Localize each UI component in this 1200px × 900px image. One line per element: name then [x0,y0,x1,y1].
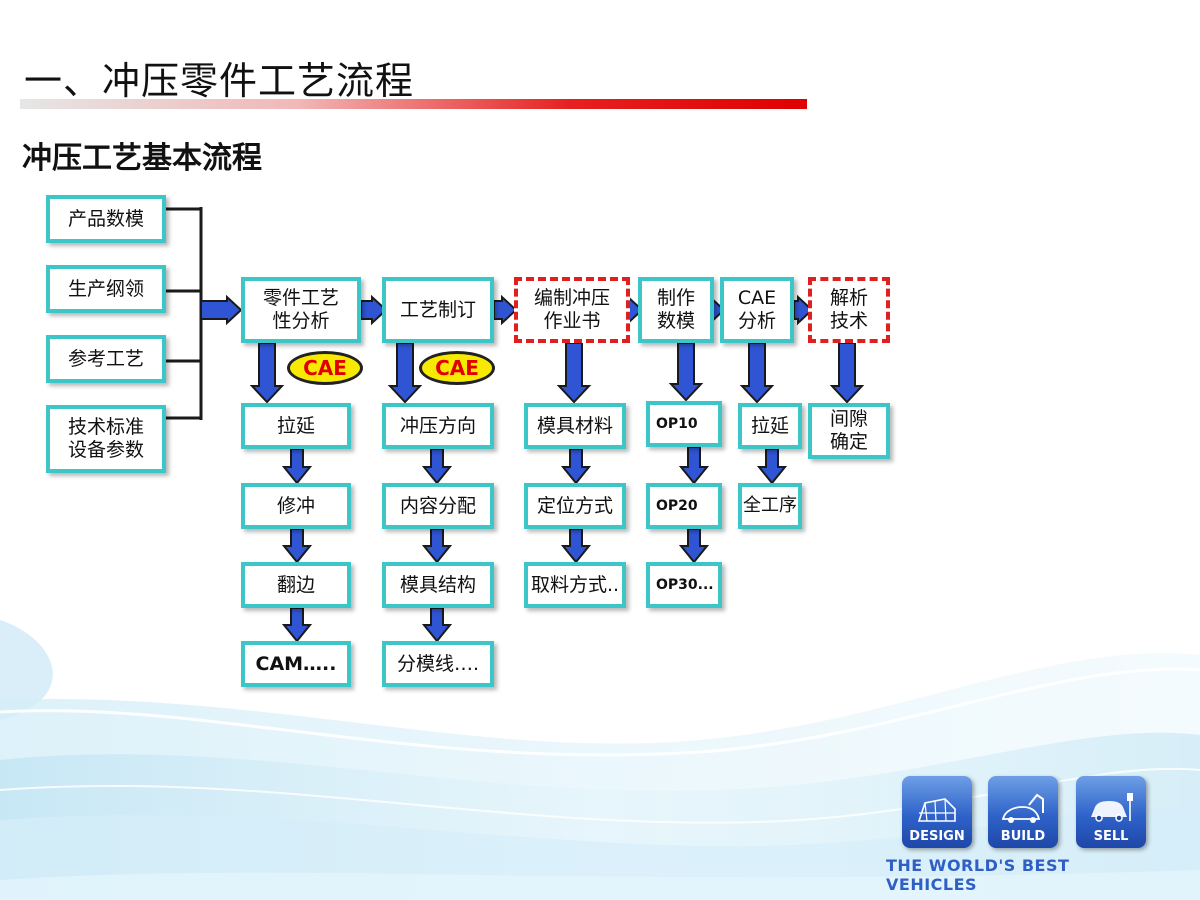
flow-arrow-right [793,294,814,326]
logo-tagline: THE WORLD'S BEST VEHICLES [886,856,1070,894]
flow-arrow-down [421,607,453,643]
substep-box: 全工序 [738,483,802,529]
substep-label: 修冲 [276,494,315,517]
flow-arrow-down [281,528,313,564]
flow-arrow-down [678,528,710,564]
stage-label: 制作 数模 [656,287,695,332]
flow-arrow-down [560,528,592,564]
substep-box: 冲压方向 [382,403,494,449]
substep-box: 定位方式 [524,483,626,529]
input-label: 技术标准 设备参数 [67,416,144,461]
substep-label: 全工序 [743,495,797,517]
substep-label: 冲压方向 [399,414,476,437]
substep-box: 模具材料 [524,403,626,449]
stage-label: 工艺制订 [399,298,476,321]
cae-badge: CAE [287,351,363,385]
stage-label: CAE 分析 [737,287,777,332]
substep-label: 定位方式 [536,494,613,517]
flow-arrow-down [281,448,313,485]
substep-box: OP10 [646,401,722,447]
logo-label: DESIGN [909,829,965,844]
flow-arrow-right [200,294,243,326]
robot-arm-car-icon [1001,793,1044,823]
flow-arrow-down [678,446,710,485]
logo-label: SELL [1093,829,1129,844]
substep-label: OP30... [656,576,714,593]
logo-tile-sell: SELL [1076,776,1146,848]
flow-arrow-down [421,448,453,485]
flow-arrow-down [668,342,704,402]
input-label: 参考工艺 [67,347,144,370]
car-dealer-icon [1091,793,1133,822]
substep-box: 拉延 [738,403,802,449]
substep-label: 模具结构 [399,573,476,596]
substep-box: 取料方式.. [524,562,626,608]
flow-arrow-right [360,294,388,326]
stage-work-instructions: 编制冲压 作业书 [514,277,630,343]
substep-label: OP10 [656,415,698,432]
flow-arrow-down [421,528,453,564]
flow-arrow-down [756,448,788,485]
title-underline-bar [20,99,807,109]
flow-arrow-down [739,342,775,404]
logo-tile-design: DESIGN [902,776,972,848]
flow-arrow-down [560,448,592,485]
car-frame-icon [917,798,956,822]
stage-cae-analysis: CAE 分析 [720,277,794,343]
substep-label: OP20 [656,497,698,514]
input-label: 生产纲领 [67,277,144,300]
input-label: 产品数模 [67,207,144,230]
flow-arrow-down [249,342,285,404]
stage-process-planning: 工艺制订 [382,277,494,343]
substep-label: 拉延 [276,414,315,437]
substep-label: CAM….. [255,652,337,675]
substep-box: OP20 [646,483,722,529]
substep-label: 内容分配 [399,494,476,517]
substep-box: CAM….. [241,641,351,687]
stage-make-model: 制作 数模 [638,277,714,343]
stage-label: 零件工艺 性分析 [262,287,339,332]
input-box-production-plan: 生产纲领 [46,265,166,313]
substep-box: OP30... [646,562,722,608]
substep-box: 修冲 [241,483,351,529]
stage-part-analysis: 零件工艺 性分析 [241,277,361,343]
cae-badge: CAE [419,351,495,385]
input-box-product-data: 产品数模 [46,195,166,243]
flow-arrow-down [387,342,423,404]
stage-label: 编制冲压 作业书 [533,287,610,332]
flow-arrow-down [829,342,865,404]
stage-label: 解析 技术 [829,287,868,332]
substep-label: 分模线…. [396,652,480,675]
input-bracket-lines [166,207,203,420]
flow-arrow-down [556,342,592,404]
substep-box: 内容分配 [382,483,494,529]
input-box-reference-process: 参考工艺 [46,335,166,383]
flow-arrow-right [493,294,518,326]
input-box-standards-equipment: 技术标准 设备参数 [46,405,166,473]
stage-analysis-technique: 解析 技术 [808,277,890,343]
logo-tile-build: BUILD [988,776,1058,848]
substep-box: 间隙 确定 [808,403,890,459]
flow-arrow-down [281,607,313,643]
substep-box: 模具结构 [382,562,494,608]
substep-label: 翻边 [276,573,315,596]
substep-box: 分模线…. [382,641,494,687]
substep-label: 拉延 [750,414,789,437]
substep-box: 拉延 [241,403,351,449]
substep-box: 翻边 [241,562,351,608]
substep-label: 取料方式.. [530,573,620,596]
page-title: 一、冲压零件工艺流程 [24,59,415,103]
substep-label: 间隙 确定 [829,408,868,453]
logo-label: BUILD [1000,829,1046,844]
substep-label: 模具材料 [536,414,613,437]
section-heading: 冲压工艺基本流程 [22,141,262,176]
